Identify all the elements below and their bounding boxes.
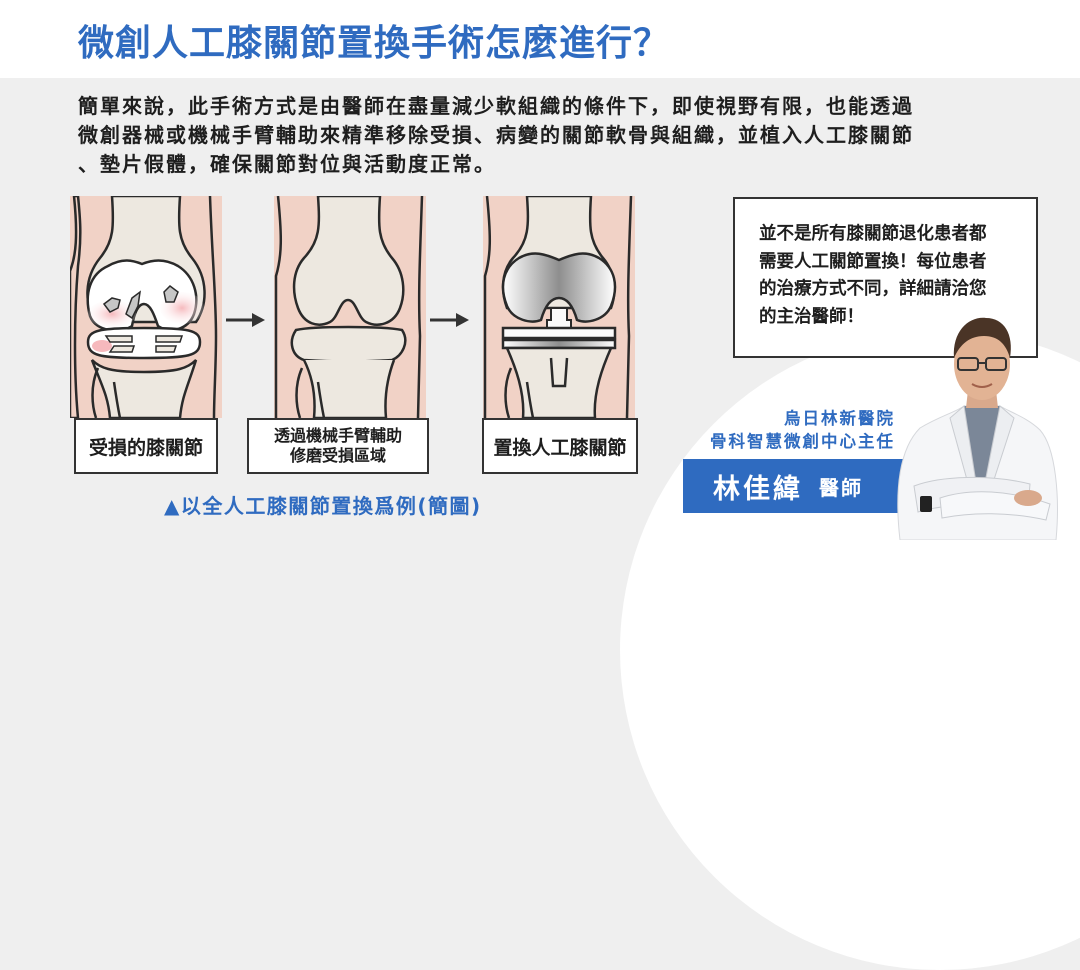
step-label-text: 受損的膝關節 <box>88 436 203 459</box>
intro-line: 、墊片假體，確保關節對位與活動度正常。 <box>78 152 496 176</box>
step-label-text: 置換人工膝關節 <box>493 436 627 459</box>
doctor-position: 骨科智慧微創中心主任 <box>710 432 895 451</box>
step-label-robotic-prep: 透過機械手臂輔助 修磨受損區域 <box>247 418 429 474</box>
doctor-name-bar: 林佳緯 醫師 <box>683 459 903 513</box>
arrow-right-icon <box>430 313 469 327</box>
doctor-portrait <box>897 317 1058 540</box>
figure-caption: ▲以全人工膝關節置換爲例(簡圖) <box>164 494 482 518</box>
note-line: 的治療方式不同，詳細請洽您 <box>759 279 987 299</box>
artificial-knee-illustration <box>483 196 635 418</box>
step-label-text: 修磨受損區域 <box>289 446 386 465</box>
note-line: 的主治醫師！ <box>759 306 864 327</box>
intro-line: 簡單來說，此手術方式是由醫師在盡量減少軟組織的條件下，即使視野有限，也能透過 <box>78 94 914 118</box>
hospital-name: 烏日林新醫院 <box>784 409 895 428</box>
doctor-title: 醫師 <box>819 475 863 500</box>
step-label-text: 透過機械手臂輔助 <box>273 426 402 445</box>
step-label-artificial-knee: 置換人工膝關節 <box>482 418 638 474</box>
arrow-right-icon <box>226 313 265 327</box>
intro-line: 微創器械或機械手臂輔助來精準移除受損、病變的關節軟骨與組織，並植入人工膝關節 <box>78 123 914 147</box>
doctor-name: 林佳緯 <box>713 473 803 505</box>
prepared-knee-illustration <box>274 196 426 418</box>
note-line: 並不是所有膝關節退化患者都 <box>759 224 987 244</box>
page-title: 微創人工膝關節置換手術怎麼進行？ <box>78 23 671 64</box>
doctor-affiliation: 烏日林新醫院 骨科智慧微創中心主任 <box>710 407 895 453</box>
header-band: 微創人工膝關節置換手術怎麼進行？ <box>0 0 1080 78</box>
intro-paragraph: 簡單來說，此手術方式是由醫師在盡量減少軟組織的條件下，即使視野有限，也能透過 微… <box>78 92 998 179</box>
step-label-damaged-knee: 受損的膝關節 <box>74 418 218 474</box>
damaged-knee-illustration <box>70 196 222 418</box>
note-line: 需要人工關節置換！每位患者 <box>759 251 987 272</box>
